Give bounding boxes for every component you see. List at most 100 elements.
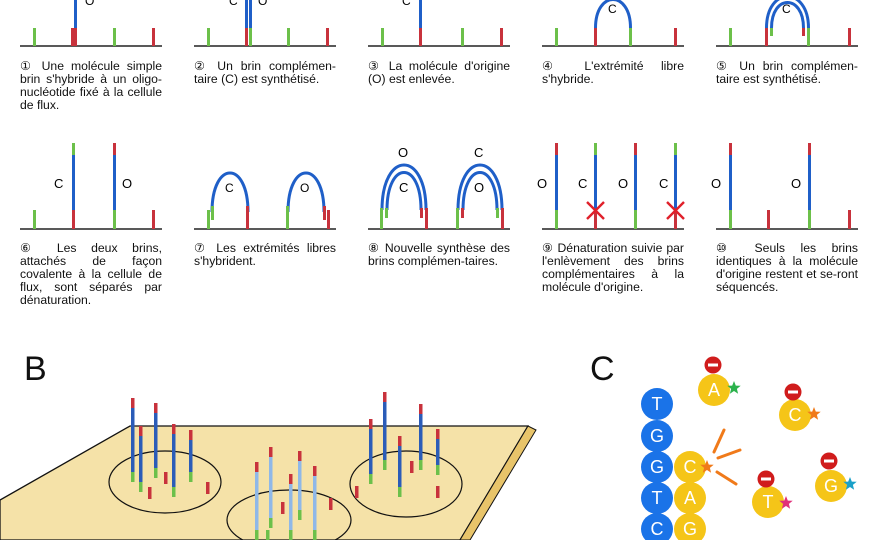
- svg-text:A: A: [684, 488, 696, 508]
- label-o: O: [791, 176, 801, 191]
- step5-text: ⑤ Un brin complémen-taire est synthétisé…: [716, 59, 858, 86]
- step8-diagram: O C C O: [368, 145, 510, 230]
- dna-strand: [154, 403, 158, 478]
- blocker-icon: [820, 452, 838, 470]
- blocker-icon: [704, 356, 722, 374]
- incorporated-base: A: [674, 482, 706, 514]
- dna-clusters: [131, 392, 440, 540]
- step2-diagram: C O: [194, 0, 336, 47]
- adapter-stub: [281, 502, 285, 514]
- signal-ray: [715, 470, 738, 486]
- free-nucleotide: T: [752, 486, 784, 518]
- step6-text: ⑥ Les deux brins, attachés de façon cova…: [20, 241, 162, 307]
- dna-strand: [139, 426, 143, 492]
- template-base: G: [641, 451, 673, 483]
- step10-text: ⑩ Seuls les brins identiques à la molécu…: [716, 241, 858, 294]
- svg-text:G: G: [650, 426, 664, 446]
- step9-diagram: O C O C: [537, 143, 685, 230]
- label-c: C: [402, 0, 411, 8]
- dna-strand: [298, 451, 302, 520]
- cluster-outline: [108, 450, 222, 514]
- label-o: O: [537, 176, 547, 191]
- label-c: C: [782, 2, 791, 16]
- step2-text: ② Un brin complémen-taire (C) est synthé…: [194, 59, 336, 86]
- panel-b-label: B: [24, 350, 47, 388]
- adapter-stub: [355, 486, 359, 498]
- adapter-stub: [164, 472, 168, 484]
- signal-ray: [716, 448, 742, 460]
- svg-text:T: T: [763, 492, 774, 512]
- free-nucleotide: G: [815, 470, 847, 502]
- label-o: O: [258, 0, 267, 8]
- cross-icon: [586, 201, 605, 220]
- template-base: G: [641, 420, 673, 452]
- blocker-icon: [784, 383, 802, 401]
- svg-text:A: A: [708, 380, 720, 400]
- step1-diagram: O: [20, 0, 162, 47]
- label-o: O: [398, 145, 408, 160]
- free-nucleotide: A: [698, 374, 730, 406]
- label-o: O: [122, 176, 132, 191]
- dna-strand: [189, 430, 193, 482]
- label-c: C: [54, 176, 63, 191]
- adapter-stub: [329, 498, 333, 510]
- label-o: O: [711, 176, 721, 191]
- signal-ray: [712, 428, 726, 454]
- label-c: C: [399, 180, 408, 195]
- step4-diagram: C: [542, 0, 684, 47]
- step6-diagram: C O: [20, 143, 162, 230]
- svg-text:T: T: [652, 394, 663, 414]
- blocker-icon: [757, 470, 775, 488]
- adapter-stub: [148, 487, 152, 499]
- label-c: C: [229, 0, 238, 8]
- svg-text:T: T: [652, 488, 663, 508]
- label-o: O: [474, 180, 484, 195]
- label-o: O: [618, 176, 628, 191]
- label-c: C: [474, 145, 483, 160]
- dna-strand: [255, 462, 259, 540]
- dna-strand: [131, 398, 135, 482]
- svg-text:G: G: [650, 457, 664, 477]
- dna-strand: [398, 436, 402, 497]
- step4-text: ④ L'extrémité libre s'hybride.: [542, 59, 684, 86]
- label-c: C: [608, 2, 617, 16]
- incorporated-base: C: [674, 451, 706, 483]
- template-base: T: [641, 388, 673, 420]
- svg-text:C: C: [651, 519, 664, 539]
- label-c: C: [578, 176, 587, 191]
- svg-text:C: C: [684, 457, 697, 477]
- fluorophore-icon: [700, 460, 714, 473]
- label-o: O: [85, 0, 94, 8]
- fluorophore-icon: [727, 381, 741, 394]
- adapter-stub: [266, 530, 270, 540]
- dna-strand: [313, 466, 317, 540]
- template-base: T: [641, 482, 673, 514]
- panel-c-label: C: [590, 350, 615, 388]
- step5-diagram: C: [716, 0, 858, 47]
- dna-strand: [369, 419, 373, 484]
- cluster-outline: [349, 450, 463, 518]
- label-o: O: [300, 181, 309, 195]
- fluorophore-icon: [843, 477, 857, 490]
- step7-text: ⑦ Les extrémités libres s'hybrident.: [194, 241, 336, 268]
- step7-diagram: C O: [194, 171, 336, 230]
- dna-strand: [383, 392, 387, 470]
- incorporated-base: G: [674, 513, 706, 540]
- cross-icon: [666, 201, 685, 220]
- svg-text:G: G: [824, 476, 838, 496]
- adapter-stub: [410, 461, 414, 473]
- label-c: C: [659, 176, 668, 191]
- dna-strand: [269, 447, 273, 528]
- step10-diagram: O O: [711, 143, 858, 230]
- step3-diagram: C: [368, 0, 510, 47]
- svg-text:C: C: [789, 405, 802, 425]
- step8-text: ⑧ Nouvelle synthèse des brins complémen-…: [368, 241, 511, 268]
- dna-strand: [289, 474, 293, 540]
- adapter-stub: [436, 486, 440, 498]
- flow-cell: [0, 425, 537, 540]
- dna-strand: [172, 424, 176, 497]
- fluorophore-icon: [779, 496, 793, 509]
- adapter-stub: [206, 482, 210, 494]
